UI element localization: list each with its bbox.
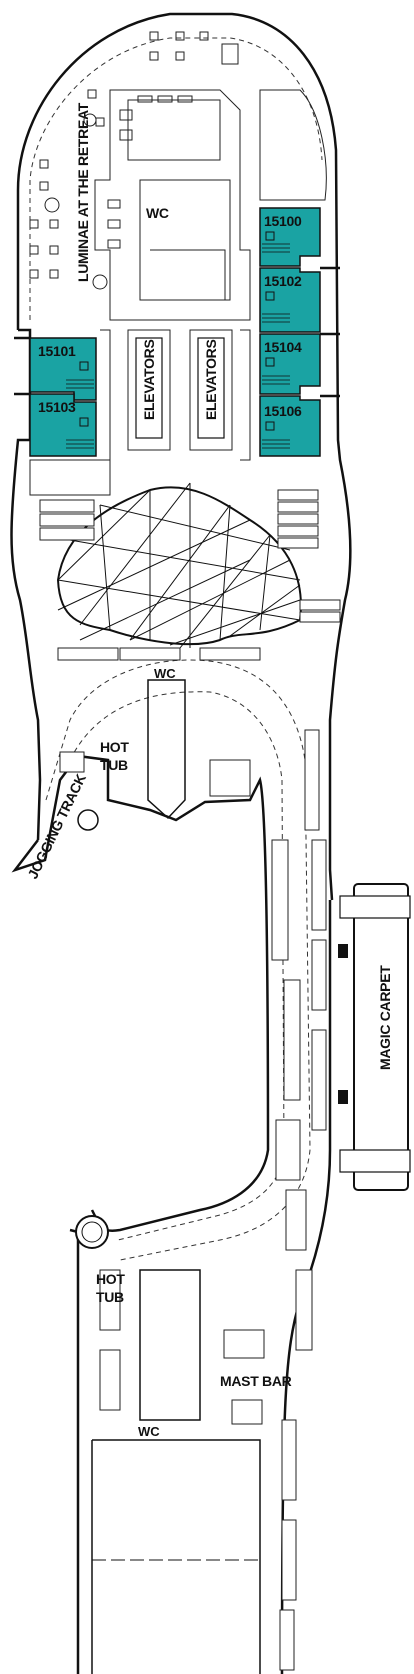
luminae-furniture <box>29 31 239 290</box>
hot-tub-label-line1: HOT <box>96 1271 125 1287</box>
mast-bar: MAST BAR <box>220 1329 292 1425</box>
hot-tub-label-line2: TUB <box>96 1289 124 1305</box>
mast-bar-label: MAST BAR <box>220 1373 292 1389</box>
wc-label-mid: WC <box>154 666 176 681</box>
cabin-number: 15102 <box>264 273 302 289</box>
hot-tub-forward: HOT TUB <box>77 739 130 831</box>
cabin-15104[interactable]: 15104 <box>259 333 321 395</box>
cabins: 15100 15102 15104 15106 15101 <box>29 207 321 457</box>
cabin-number: 15100 <box>264 213 302 229</box>
elevator-bank-left: ELEVATORS <box>135 337 163 439</box>
central-block <box>91 679 261 1674</box>
balcony-dividers <box>14 266 340 398</box>
cabin-15100[interactable]: 15100 <box>259 207 321 267</box>
cabin-number: 15106 <box>264 403 302 419</box>
jogging-track-label: JOGGING TRACK <box>24 771 89 881</box>
cabin-15106[interactable]: 15106 <box>259 395 321 457</box>
cabin-number: 15103 <box>38 399 76 415</box>
wc-label-upper: WC <box>146 205 169 221</box>
cabin-15102[interactable]: 15102 <box>259 267 321 333</box>
jogging-track-path <box>29 37 323 1261</box>
luminae-label: LUMINAE AT THE RETREAT <box>75 102 91 282</box>
elevator-bank-right: ELEVATORS <box>197 337 225 439</box>
hot-tub-label-line1: HOT <box>100 739 129 755</box>
magic-carpet-label: MAGIC CARPET <box>377 965 393 1070</box>
wc-label-aft: WC <box>138 1424 160 1439</box>
cabin-15103[interactable]: 15103 <box>29 393 97 457</box>
cabin-number: 15104 <box>264 339 302 355</box>
hot-tub-label-line2: TUB <box>100 757 128 773</box>
magic-carpet[interactable]: MAGIC CARPET <box>338 883 411 1191</box>
cabin-15101[interactable]: 15101 <box>29 337 97 401</box>
loungers <box>39 489 341 1671</box>
elevators-left-label: ELEVATORS <box>141 339 157 420</box>
cabin-number: 15101 <box>38 343 76 359</box>
elevators-right-label: ELEVATORS <box>203 339 219 420</box>
hot-tub-aft: HOT TUB <box>75 1215 126 1305</box>
